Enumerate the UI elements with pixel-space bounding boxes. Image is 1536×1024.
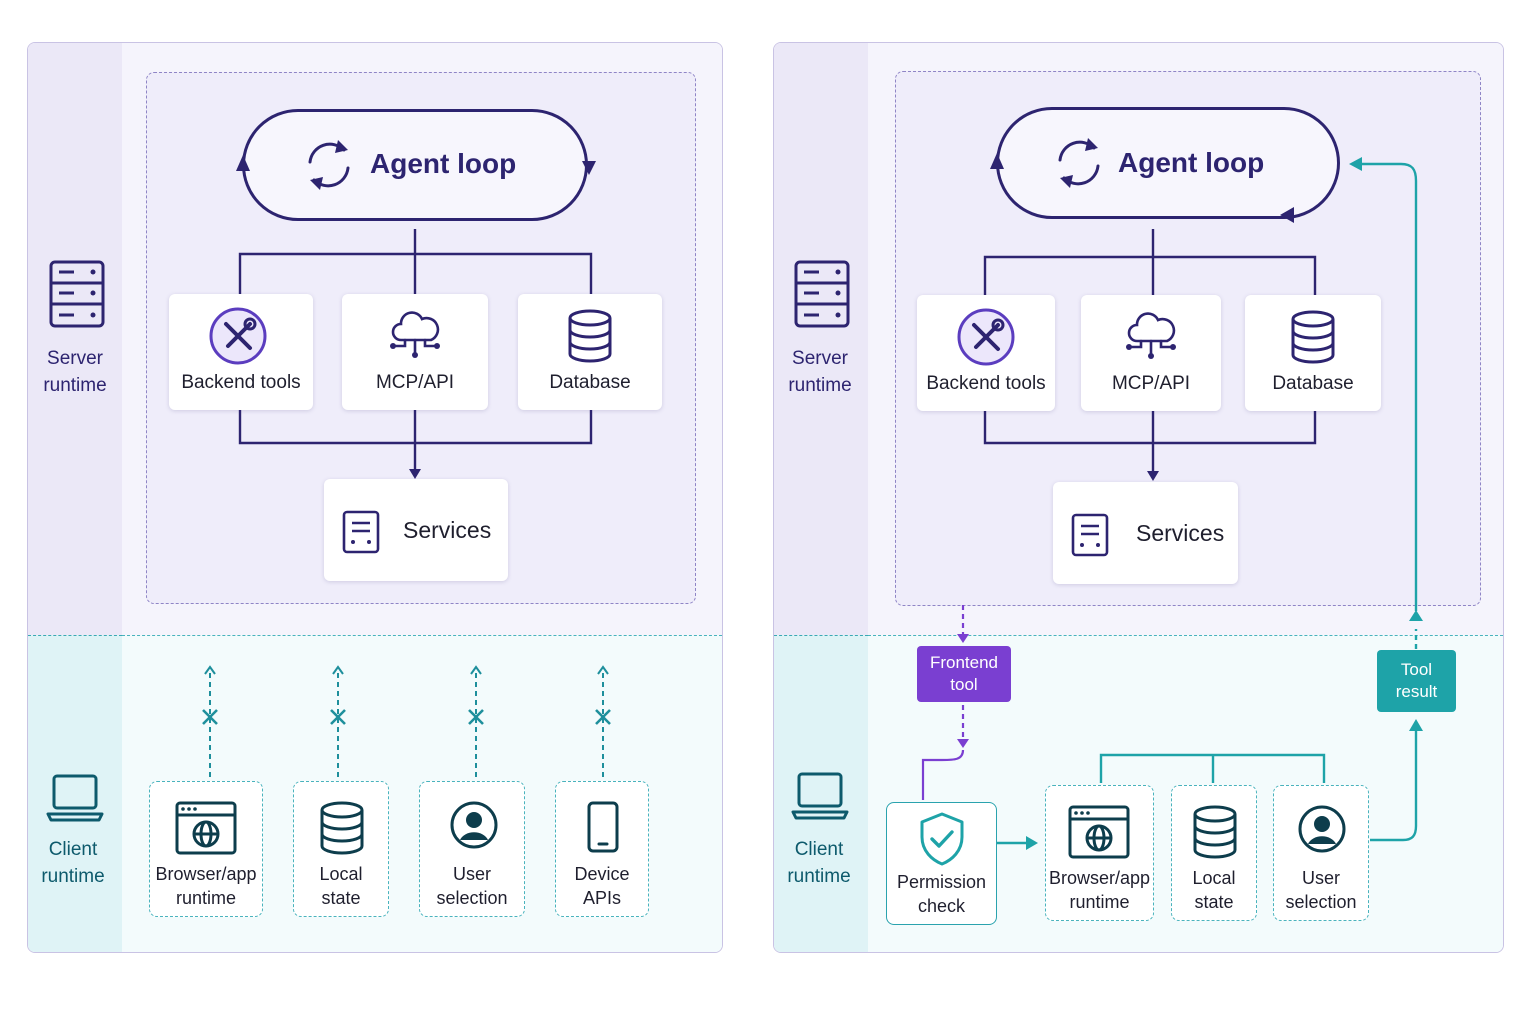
database-icon bbox=[1193, 805, 1237, 859]
mcp-api-label: MCP/API bbox=[1111, 373, 1191, 394]
services-card: Services bbox=[324, 479, 508, 581]
client-runtime-label: Client runtime bbox=[787, 839, 851, 887]
mcp-api-label: MCP/API bbox=[375, 372, 455, 393]
database-icon bbox=[568, 309, 612, 363]
backend-tools-card: Backend tools bbox=[169, 294, 313, 410]
database-icon bbox=[320, 801, 364, 855]
local-state-card: Local state bbox=[1171, 785, 1257, 921]
device-apis-label: Device APIs bbox=[574, 864, 630, 908]
device-apis-card: Device APIs bbox=[555, 781, 649, 917]
server-rack-icon bbox=[794, 260, 850, 328]
permission-check-label: Permission check bbox=[896, 872, 987, 916]
document-list-icon bbox=[342, 510, 380, 554]
wrench-screwdriver-icon bbox=[957, 308, 1015, 366]
browser-app-runtime-card: Browser/app runtime bbox=[149, 781, 263, 917]
refresh-arrows-icon bbox=[1058, 138, 1100, 188]
refresh-arrows-icon bbox=[308, 140, 350, 190]
server-lane bbox=[28, 43, 122, 635]
wrench-screwdriver-icon bbox=[209, 307, 267, 365]
user-selection-card: User selection bbox=[419, 781, 525, 917]
user-selection-label: User selection bbox=[436, 864, 508, 908]
right-diagram-panel: Server runtime Client runtime Agent loop… bbox=[773, 42, 1504, 953]
tool-result-tag: Tool result bbox=[1377, 650, 1456, 712]
agent-loop-pill bbox=[996, 107, 1340, 219]
agent-loop-pill bbox=[242, 109, 588, 221]
user-selection-card: User selection bbox=[1273, 785, 1369, 921]
server-rack-icon bbox=[49, 260, 105, 328]
cloud-network-icon bbox=[390, 311, 440, 358]
browser-app-runtime-label: Browser/app runtime bbox=[1048, 868, 1151, 912]
agent-loop-label: Agent loop bbox=[1118, 147, 1265, 178]
frontend-tool-tag: Frontend tool bbox=[917, 646, 1011, 702]
database-card: Database bbox=[1245, 295, 1381, 411]
server-client-boundary bbox=[868, 635, 1503, 636]
document-list-icon bbox=[1071, 513, 1109, 557]
server-runtime-label: Server runtime bbox=[43, 348, 107, 396]
backend-tools-label: Backend tools bbox=[926, 373, 1046, 394]
local-state-card: Local state bbox=[293, 781, 389, 917]
database-label: Database bbox=[549, 372, 631, 393]
database-card: Database bbox=[518, 294, 662, 410]
browser-globe-icon bbox=[1068, 805, 1130, 859]
local-state-label: Local state bbox=[1192, 868, 1236, 912]
server-runtime-label: Server runtime bbox=[788, 348, 852, 396]
cloud-network-icon bbox=[1126, 312, 1176, 359]
database-icon bbox=[1291, 310, 1335, 364]
services-label: Services bbox=[403, 517, 492, 543]
left-diagram-panel: Server runtime Client runtime Agent loop… bbox=[27, 42, 723, 953]
backend-tools-card: Backend tools bbox=[917, 295, 1055, 411]
services-label: Services bbox=[1136, 520, 1225, 546]
laptop-icon bbox=[46, 774, 104, 822]
shield-check-icon bbox=[920, 812, 964, 866]
services-card: Services bbox=[1053, 482, 1238, 584]
local-state-label: Local state bbox=[319, 864, 363, 908]
client-lane bbox=[774, 635, 868, 952]
laptop-icon bbox=[791, 772, 849, 820]
phone-icon bbox=[587, 801, 619, 853]
client-lane bbox=[28, 635, 122, 952]
mcp-api-card: MCP/API bbox=[342, 294, 488, 410]
permission-check-card: Permission check bbox=[886, 802, 997, 925]
agent-loop-label: Agent loop bbox=[370, 148, 517, 179]
database-label: Database bbox=[1272, 373, 1354, 394]
user-avatar-icon bbox=[450, 801, 498, 849]
mcp-api-card: MCP/API bbox=[1081, 295, 1221, 411]
browser-app-runtime-label: Browser/app runtime bbox=[155, 864, 257, 908]
server-lane bbox=[774, 43, 868, 635]
server-client-boundary bbox=[122, 635, 722, 636]
backend-tools-label: Backend tools bbox=[181, 372, 301, 393]
user-avatar-icon bbox=[1298, 805, 1346, 853]
browser-app-runtime-card: Browser/app runtime bbox=[1045, 785, 1154, 921]
user-selection-label: User selection bbox=[1285, 868, 1357, 912]
client-runtime-label: Client runtime bbox=[41, 839, 105, 887]
browser-globe-icon bbox=[175, 801, 237, 855]
